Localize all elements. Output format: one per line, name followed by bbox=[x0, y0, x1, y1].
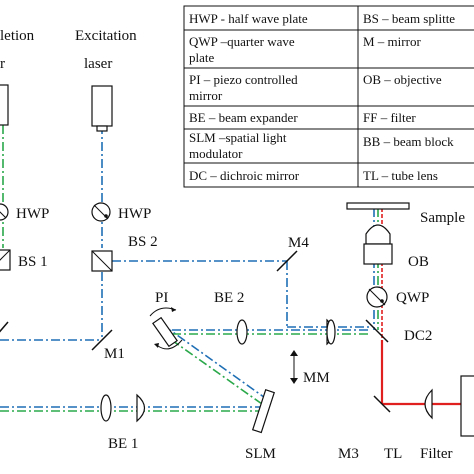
legend-pi-cont: mirror bbox=[189, 88, 223, 103]
be2-label: BE 2 bbox=[214, 290, 244, 306]
legend-m: M – mirror bbox=[363, 34, 421, 49]
slm-label: SLM bbox=[245, 446, 276, 462]
legend-dc: DC – dichroic mirror bbox=[189, 168, 300, 183]
legend-qwp-cont: plate bbox=[189, 50, 214, 65]
bs2-label: BS 2 bbox=[128, 234, 158, 250]
be1-label: BE 1 bbox=[108, 436, 138, 452]
beam-paths bbox=[0, 125, 474, 412]
dc2-label: DC2 bbox=[404, 328, 432, 344]
depletion-laser-body bbox=[0, 84, 9, 126]
legend-bs: BS – beam splitte bbox=[363, 11, 455, 26]
be2-lenses-icon bbox=[236, 318, 336, 346]
qwp-label: QWP bbox=[396, 290, 429, 306]
left-mirror-icon bbox=[0, 321, 9, 333]
ob-label: OB bbox=[408, 254, 429, 270]
beam-slm-pi-green bbox=[165, 335, 263, 405]
m4-mirror-icon bbox=[276, 250, 298, 272]
filter-icon bbox=[460, 375, 474, 437]
legend-pi: PI – piezo controlled bbox=[189, 72, 298, 87]
sample-stage-icon bbox=[346, 202, 410, 210]
legend-hwp: HWP - half wave plate bbox=[189, 11, 308, 26]
legend-slm-cont: modulator bbox=[189, 146, 243, 161]
legend-ob: OB – objective bbox=[363, 72, 442, 87]
filter-label: Filter bbox=[420, 446, 453, 462]
pi-label: PI bbox=[155, 290, 168, 306]
excitation-laser-aperture bbox=[96, 125, 108, 132]
tl-lens-icon bbox=[424, 388, 433, 420]
depletion-laser-label-1: letion bbox=[0, 28, 35, 44]
bs1-label: BS 1 bbox=[18, 254, 48, 270]
m1-label: M1 bbox=[104, 346, 125, 362]
m4-label: M4 bbox=[288, 235, 309, 251]
depletion-laser-label-2: r bbox=[0, 56, 5, 72]
legend-bb: BB – beam block bbox=[363, 134, 454, 149]
hwp-left-icon bbox=[0, 203, 9, 221]
objective-icon bbox=[363, 224, 393, 265]
m3-label: M3 bbox=[338, 446, 359, 462]
excitation-laser-label-2: laser bbox=[84, 56, 112, 72]
excitation-laser-body bbox=[91, 85, 113, 127]
sample-label: Sample bbox=[420, 210, 465, 226]
dc2-mirror-icon bbox=[365, 319, 389, 343]
m1-mirror-icon bbox=[91, 329, 113, 351]
legend-slm: SLM –spatial light bbox=[189, 130, 287, 145]
beam-slm-pi-blue bbox=[169, 329, 269, 401]
bs1-icon bbox=[0, 249, 11, 271]
legend-ff: FF – filter bbox=[363, 110, 416, 125]
hwp-right-label: HWP bbox=[118, 206, 151, 222]
tl-label: TL bbox=[384, 446, 402, 462]
legend-table: HWP - half wave plate BS – beam splitte … bbox=[183, 5, 474, 188]
excitation-laser-label-1: Excitation bbox=[75, 28, 137, 44]
mm-arrow-icon bbox=[290, 350, 298, 384]
legend-qwp: QWP –quarter wave bbox=[189, 34, 295, 49]
legend-be: BE – beam expander bbox=[189, 110, 298, 125]
slm-icon bbox=[251, 389, 276, 434]
legend-tl: TL – tube lens bbox=[363, 168, 438, 183]
m3-mirror-icon bbox=[373, 395, 391, 413]
be1-lenses-icon bbox=[100, 393, 146, 423]
pi-mirror-icon bbox=[149, 307, 183, 350]
mm-label: MM bbox=[303, 370, 330, 386]
hwp-left-label: HWP bbox=[16, 206, 49, 222]
